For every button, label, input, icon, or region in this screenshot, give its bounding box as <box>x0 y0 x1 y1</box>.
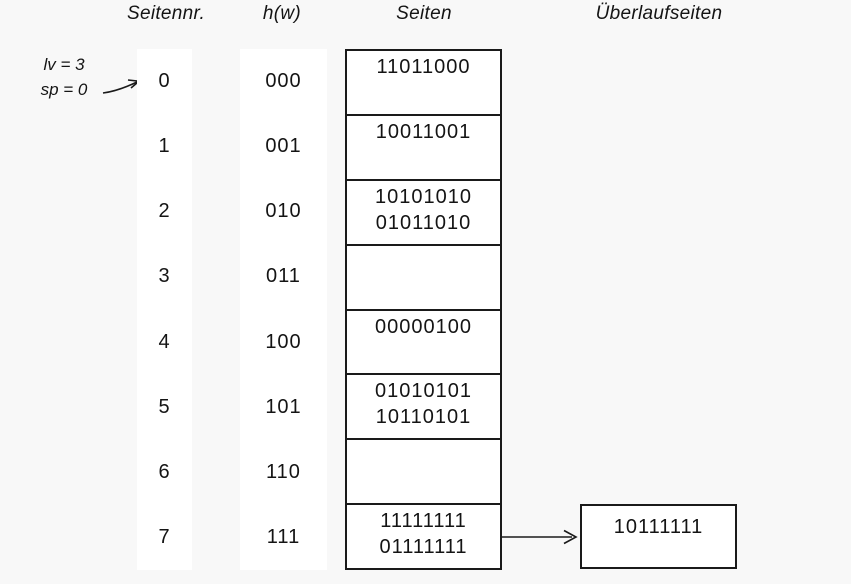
page-cell-0: 11011000 <box>347 51 500 114</box>
hash-value: 101 <box>265 395 302 418</box>
header-seitennr: Seitennr. <box>126 3 206 24</box>
column-seitennr: 0 1 2 3 4 5 6 7 <box>137 49 192 570</box>
record-value <box>347 469 500 495</box>
page-cell-2: 10101010 01011010 <box>347 178 500 244</box>
hash-value: 010 <box>265 200 302 223</box>
column-hash-values: 000 001 010 011 100 101 110 111 <box>240 49 327 570</box>
hash-value: 110 <box>266 460 301 483</box>
page-cell-5: 01010101 10110101 <box>347 373 500 438</box>
page-number: 5 <box>158 395 171 418</box>
overflow-arrow-icon <box>502 529 578 545</box>
record-value: 01010101 <box>375 380 472 403</box>
hash-value: 111 <box>266 525 301 548</box>
level-value: lv = 3 <box>43 55 85 74</box>
hash-value: 001 <box>265 135 302 158</box>
record-value <box>347 249 500 275</box>
overflow-page: 10111111 <box>580 504 737 569</box>
overflow-record-value: 10111111 <box>613 516 704 538</box>
page-number: 2 <box>158 200 171 223</box>
page-number: 4 <box>158 330 171 353</box>
record-value <box>347 145 500 171</box>
record-value: 00000100 <box>375 315 472 338</box>
page-number: 1 <box>158 135 171 158</box>
record-value <box>347 443 500 469</box>
page-number: 0 <box>158 70 171 93</box>
hash-value: 000 <box>265 70 302 93</box>
pages-table: 11011000 10011001 10101010 01011010 0000… <box>345 49 502 570</box>
page-cell-6 <box>347 438 500 503</box>
record-value: 11011000 <box>376 56 471 78</box>
record-value: 01011010 <box>375 211 472 234</box>
page-cell-3 <box>347 243 500 309</box>
record-value: 10101010 <box>375 185 472 208</box>
header-seiten: Seiten <box>396 3 452 24</box>
level-split-pointer-annotation: lv = 3 sp = 0 <box>28 52 100 102</box>
page-cell-4: 00000100 <box>347 308 500 374</box>
record-value: 01111111 <box>379 536 468 559</box>
record-value: 11111111 <box>380 510 467 533</box>
page-cell-1: 10011001 <box>347 113 500 179</box>
record-value: 10110101 <box>375 406 472 429</box>
record-value <box>347 80 500 106</box>
record-value <box>347 275 500 301</box>
split-pointer-value: sp = 0 <box>40 80 88 99</box>
page-number: 6 <box>158 460 171 483</box>
header-ueberlaufseiten: Überlaufseiten <box>595 3 723 24</box>
page-number: 3 <box>158 265 171 288</box>
header-hash-function: h(w) <box>262 3 302 24</box>
record-value <box>347 340 500 366</box>
record-value: 10011001 <box>375 120 472 143</box>
hash-value: 100 <box>265 330 302 353</box>
hash-value: 011 <box>266 265 301 288</box>
page-number: 7 <box>158 525 171 548</box>
page-cell-7: 11111111 01111111 <box>347 503 500 568</box>
